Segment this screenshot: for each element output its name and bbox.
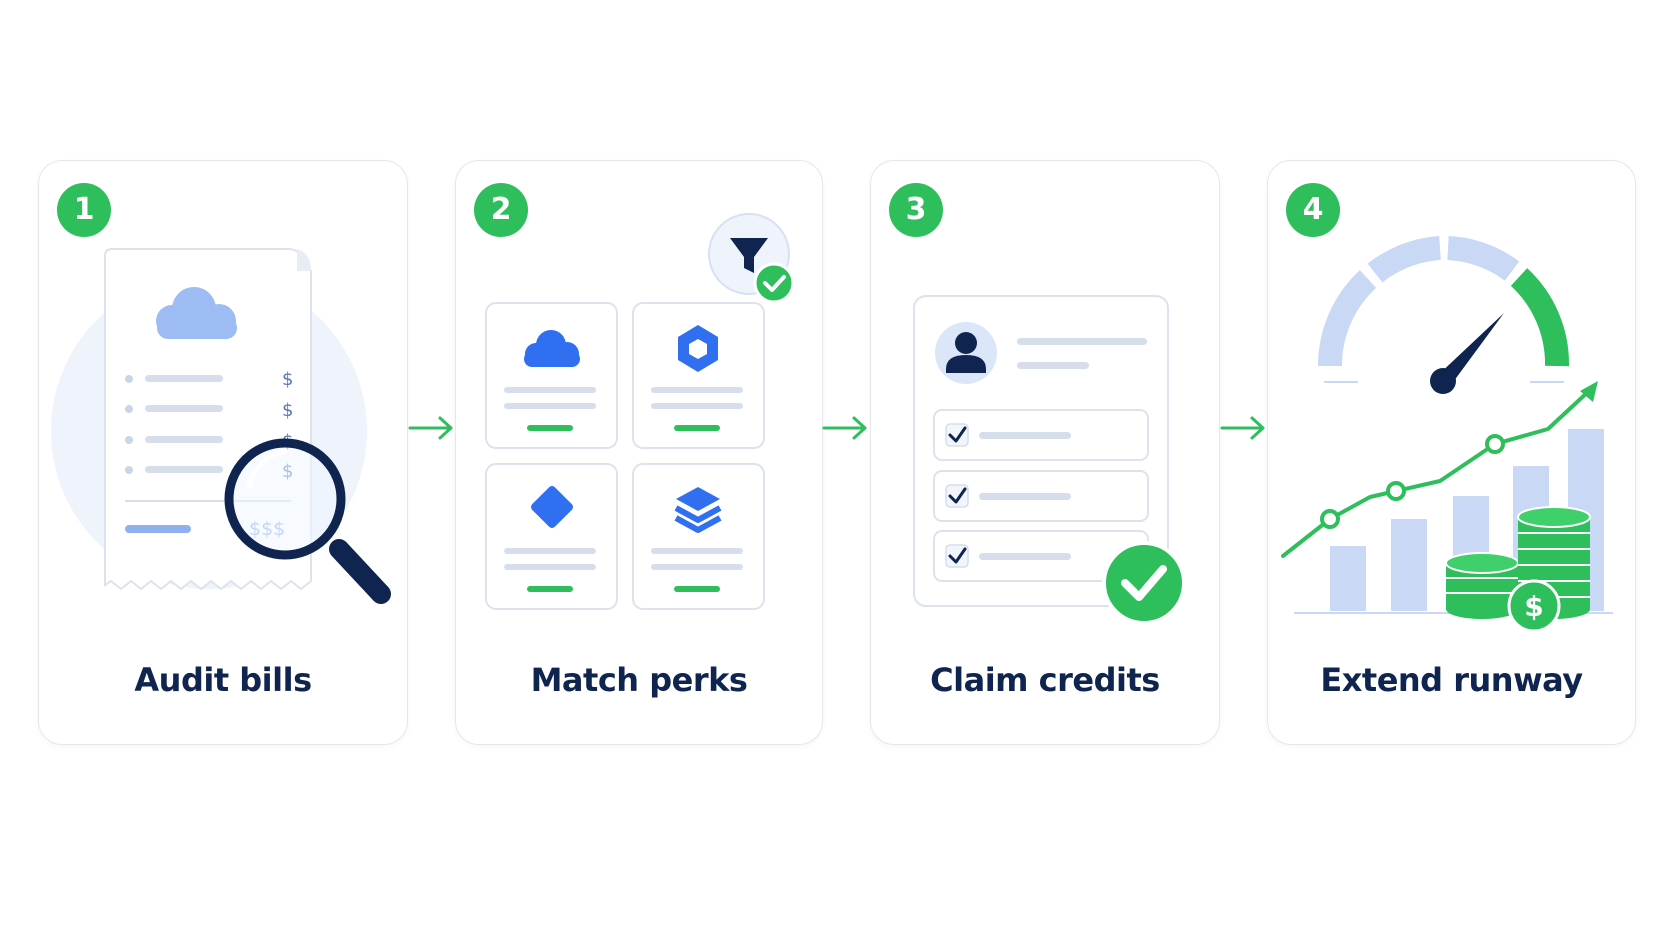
arrow-right-icon [822,416,867,440]
perk-card-layers [632,463,765,610]
step-card-extend-runway: 4 [1267,160,1636,745]
gauge-icon [1317,236,1570,394]
step-number-badge: 4 [1286,183,1340,237]
perk-card-diamond [485,463,618,610]
diamond-icon [531,486,573,528]
magnifier-icon [224,438,391,604]
step-card-match-perks: 2 [455,160,823,745]
step-title: Match perks [530,661,748,699]
step-number-badge: 1 [57,183,111,237]
arrow-right-icon [408,416,453,440]
cloud-icon [524,330,580,367]
dollar-coin-icon: $ [1507,579,1561,633]
step-number-badge: 2 [474,183,528,237]
dollar-sign: $ [282,369,293,390]
trend-line-icon [1281,381,1598,558]
filter-icon [708,213,795,304]
coin-symbol: $ [1524,590,1543,623]
step-card-audit-bills: 1 $ $ [38,160,408,745]
audit-bills-illustration: $ $ $ $ $$$ [51,248,391,604]
claim-credits-illustration [913,295,1186,625]
checklist-item [933,530,1149,582]
step-title: Claim credits [930,661,1160,699]
step-card-claim-credits: 3 [870,160,1220,745]
claim-form [913,295,1169,607]
arrow-right-icon [1220,416,1265,440]
cloud-icon [156,287,237,339]
layers-icon [674,487,722,533]
perk-card-hexagon [632,302,765,449]
checklist-item [933,470,1149,522]
success-check-icon [1102,541,1186,625]
step-title: Audit bills [134,661,312,699]
hexagon-icon [678,325,718,372]
extend-runway-illustration: $ [1281,236,1613,633]
dollar-sign: $ [282,400,293,421]
checklist-item [933,409,1149,461]
step-title: Extend runway [1320,661,1583,699]
match-perks-illustration [485,213,795,610]
perk-card-cloud [485,302,618,449]
step-number-badge: 3 [889,183,943,237]
user-avatar-icon [935,322,997,384]
